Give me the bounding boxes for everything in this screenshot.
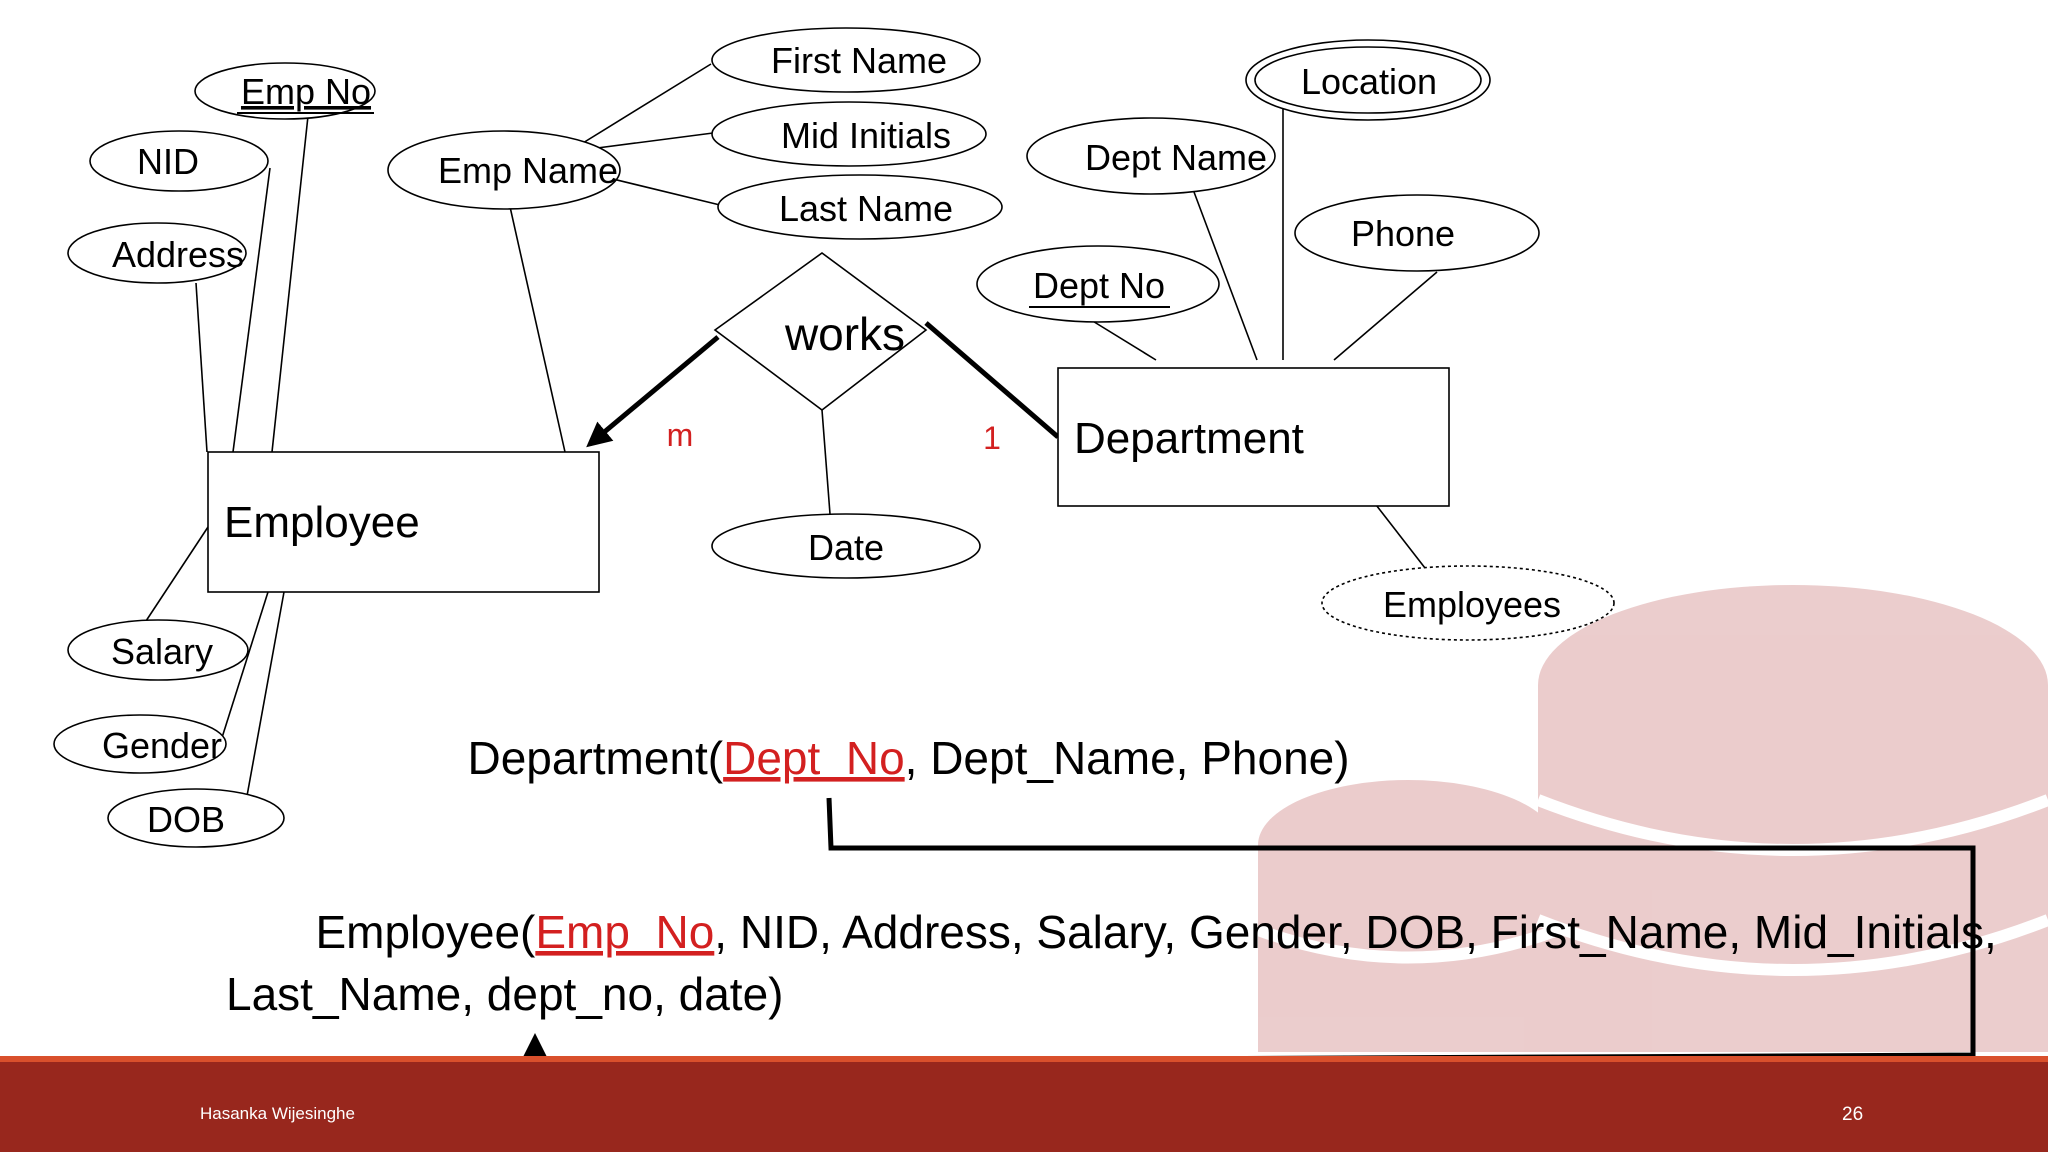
attr-dept-name-label: Dept Name <box>1085 137 1267 178</box>
schema-department: Department(Dept No, Dept_Name, Phone) <box>378 732 1413 784</box>
attr-last-name-label: Last Name <box>779 188 953 229</box>
department-entity[interactable]: Department <box>1057 367 1450 507</box>
cardinality-1: 1 <box>983 420 1001 456</box>
connector-lines <box>143 63 1438 797</box>
employee-entity[interactable]: Employee <box>207 451 600 593</box>
attr-location-label: Location <box>1301 61 1437 102</box>
attr-location[interactable]: Location <box>1245 39 1491 121</box>
schema-employee-line1: Employee(Emp No, NID, Address, Salary, G… <box>226 906 2048 958</box>
works-relationship-label: works <box>784 308 905 360</box>
attr-address-label: Address <box>112 234 244 275</box>
attr-mid-initials[interactable]: Mid Initials <box>711 101 987 167</box>
employee-participation-arrow <box>586 335 720 448</box>
attr-gender-label: Gender <box>102 725 222 766</box>
attr-phone-label: Phone <box>1351 213 1455 254</box>
attr-nid[interactable]: NID <box>89 130 269 192</box>
schema-employee-line2: Last_Name, dept_no, date) <box>226 968 783 1020</box>
attr-first-name[interactable]: First Name <box>711 27 981 93</box>
attr-salary-label: Salary <box>111 631 213 672</box>
department-participation-line <box>924 321 1060 439</box>
attr-phone[interactable]: Phone <box>1294 194 1540 272</box>
schema-employee-pk: Emp No <box>535 906 714 958</box>
attr-emp-no-label: Emp No <box>241 71 371 112</box>
attr-employees-label: Employees <box>1383 584 1561 625</box>
page-number: 26 <box>1842 1104 1864 1125</box>
database-icon <box>1258 585 2048 1052</box>
attr-emp-no[interactable]: Emp No <box>194 62 376 120</box>
employee-entity-label: Employee <box>224 498 420 547</box>
footer-author: Hasanka Wijesinghe <box>200 1104 355 1123</box>
department-entity-label: Department <box>1074 414 1304 463</box>
attr-address[interactable]: Address <box>67 222 247 284</box>
attr-emp-name-label: Emp Name <box>438 150 618 191</box>
participation-lines <box>586 321 1060 448</box>
attr-last-name[interactable]: Last Name <box>717 174 1003 240</box>
attr-salary[interactable]: Salary <box>67 619 249 681</box>
cardinality-m: m <box>667 417 694 453</box>
attr-dept-no[interactable]: Dept No <box>976 245 1220 323</box>
attr-first-name-label: First Name <box>771 40 947 81</box>
attr-mid-initials-label: Mid Initials <box>781 115 951 156</box>
attr-nid-label: NID <box>137 141 199 182</box>
works-relationship[interactable]: works <box>713 252 928 412</box>
attr-dept-no-label: Dept No <box>1033 265 1165 306</box>
attr-date-label: Date <box>808 527 884 568</box>
footer-accent-line <box>0 1056 2048 1064</box>
schema-employee-prefix: Employee( <box>315 906 536 958</box>
attr-dob-label: DOB <box>147 799 225 840</box>
attr-dob[interactable]: DOB <box>107 788 285 848</box>
attr-employees[interactable]: Employees <box>1321 565 1615 641</box>
schema-employee-rest: , NID, Address, Salary, Gender, DOB, Fir… <box>714 906 1996 958</box>
attr-date[interactable]: Date <box>711 513 981 579</box>
attr-dept-name[interactable]: Dept Name <box>1026 117 1276 195</box>
attr-gender[interactable]: Gender <box>53 714 227 774</box>
footer-bar <box>0 1062 2048 1152</box>
schema-department-rest: , Dept_Name, Phone) <box>905 732 1350 784</box>
schema-department-pk: Dept No <box>723 732 905 784</box>
schema-department-prefix: Department( <box>467 732 723 784</box>
attr-emp-name[interactable]: Emp Name <box>387 130 621 210</box>
